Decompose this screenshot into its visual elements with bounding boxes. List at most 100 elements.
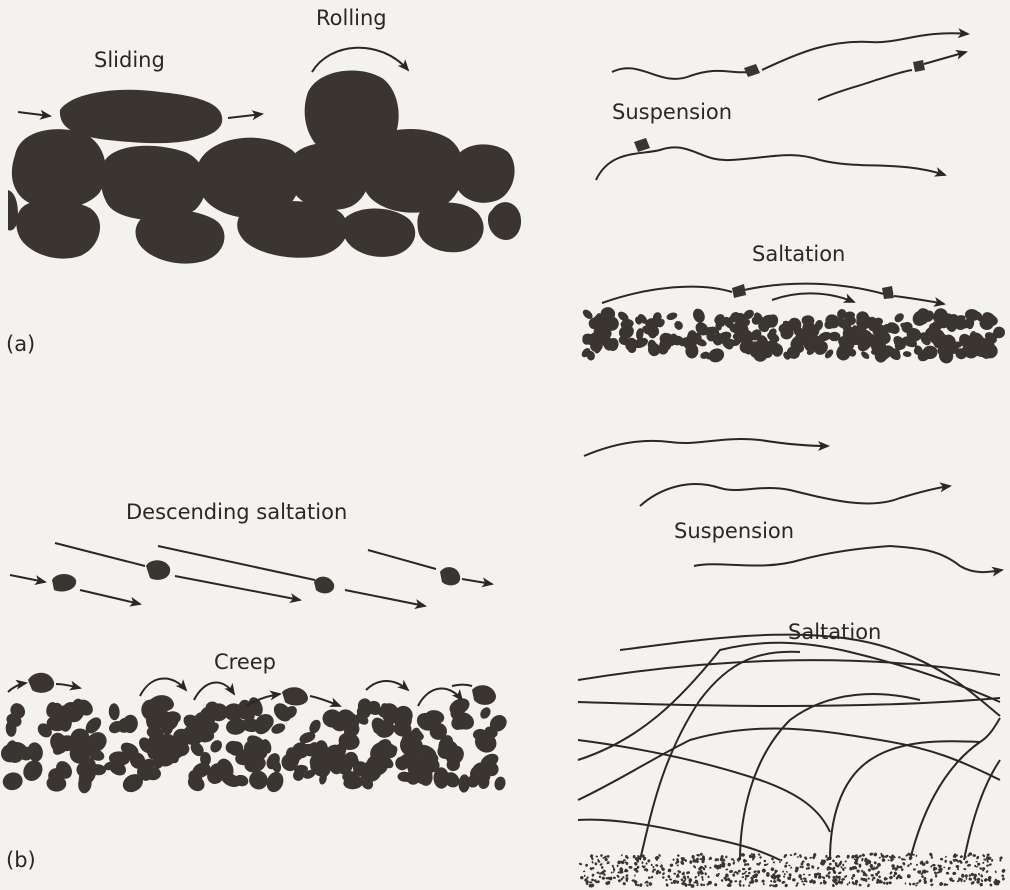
creep-bed bbox=[0, 695, 510, 796]
panel-a-label: (a) bbox=[6, 334, 35, 355]
coarse-bed bbox=[8, 129, 521, 264]
grain bbox=[908, 855, 913, 860]
grain bbox=[747, 867, 752, 871]
grain bbox=[720, 879, 724, 883]
grain bbox=[646, 884, 649, 887]
rolling-label: Rolling bbox=[316, 8, 387, 29]
grain bbox=[858, 864, 861, 868]
grain bbox=[977, 862, 981, 866]
grain bbox=[647, 859, 651, 863]
grain bbox=[741, 853, 745, 858]
grain bbox=[838, 871, 842, 875]
grain bbox=[912, 882, 916, 885]
grain bbox=[642, 861, 644, 864]
grain bbox=[943, 866, 946, 868]
grain bbox=[617, 865, 619, 868]
grain bbox=[667, 868, 671, 872]
grain bbox=[966, 877, 968, 880]
grain bbox=[927, 870, 929, 873]
grain bbox=[786, 871, 789, 874]
grain bbox=[867, 877, 870, 880]
grain bbox=[796, 882, 799, 884]
grain bbox=[783, 873, 786, 876]
fine-bed-b bbox=[579, 852, 1007, 888]
grain bbox=[765, 873, 770, 878]
grain bbox=[625, 874, 629, 878]
grain bbox=[739, 880, 742, 884]
grain bbox=[884, 854, 889, 858]
grain bbox=[669, 863, 674, 868]
grain bbox=[727, 863, 731, 867]
grain bbox=[669, 878, 673, 881]
grain bbox=[639, 883, 643, 887]
grain bbox=[493, 775, 507, 791]
grain bbox=[986, 864, 990, 867]
sliding-label: Sliding bbox=[94, 50, 165, 71]
grain bbox=[967, 863, 972, 867]
grain bbox=[699, 858, 702, 860]
grain bbox=[903, 351, 912, 358]
grain bbox=[763, 860, 766, 863]
grain bbox=[979, 883, 983, 887]
grain bbox=[764, 864, 767, 866]
grain bbox=[860, 350, 871, 361]
grain bbox=[887, 859, 889, 861]
grain bbox=[1001, 868, 1006, 873]
descending-saltation-lines bbox=[10, 543, 492, 606]
grain bbox=[801, 880, 804, 882]
descending-particles bbox=[52, 560, 460, 593]
grain bbox=[799, 854, 803, 858]
grain bbox=[816, 866, 819, 869]
grain bbox=[904, 882, 906, 885]
grain bbox=[606, 855, 609, 858]
grain bbox=[622, 881, 626, 886]
grain bbox=[732, 873, 735, 877]
grain bbox=[20, 757, 47, 785]
grain bbox=[738, 883, 742, 887]
grain bbox=[789, 873, 792, 877]
grain bbox=[652, 866, 655, 869]
grain bbox=[828, 862, 832, 866]
grain bbox=[698, 874, 700, 877]
grain bbox=[769, 884, 773, 887]
grain bbox=[949, 860, 953, 865]
grain bbox=[819, 882, 822, 885]
grain bbox=[662, 876, 665, 879]
grain bbox=[600, 854, 603, 857]
grain bbox=[635, 883, 638, 886]
grain bbox=[673, 873, 676, 875]
grain bbox=[580, 876, 583, 879]
grain bbox=[665, 883, 668, 887]
grain bbox=[686, 871, 691, 875]
descending-saltation-label: Descending saltation bbox=[126, 502, 347, 523]
grain bbox=[696, 854, 700, 857]
grain bbox=[893, 311, 906, 324]
grain bbox=[808, 873, 811, 876]
grain bbox=[633, 855, 636, 859]
grain bbox=[742, 876, 745, 878]
grain bbox=[935, 874, 938, 878]
grain bbox=[651, 864, 653, 867]
grain bbox=[806, 863, 810, 867]
grain bbox=[985, 870, 989, 874]
grain bbox=[881, 858, 886, 863]
grain bbox=[878, 857, 881, 859]
grain bbox=[779, 861, 781, 864]
grain bbox=[945, 855, 948, 858]
grain bbox=[600, 866, 604, 870]
grain bbox=[595, 855, 598, 857]
grain bbox=[964, 860, 968, 864]
suspension-label-a: Suspension bbox=[612, 102, 732, 123]
grain bbox=[677, 854, 680, 857]
grain bbox=[907, 864, 911, 868]
grain bbox=[691, 855, 694, 859]
grain bbox=[873, 861, 877, 865]
saltation-bed-a bbox=[580, 306, 1005, 365]
rolling-arrow bbox=[312, 48, 408, 72]
grain bbox=[725, 855, 728, 858]
grain bbox=[856, 869, 861, 874]
grain bbox=[637, 884, 639, 887]
grain bbox=[579, 862, 583, 865]
